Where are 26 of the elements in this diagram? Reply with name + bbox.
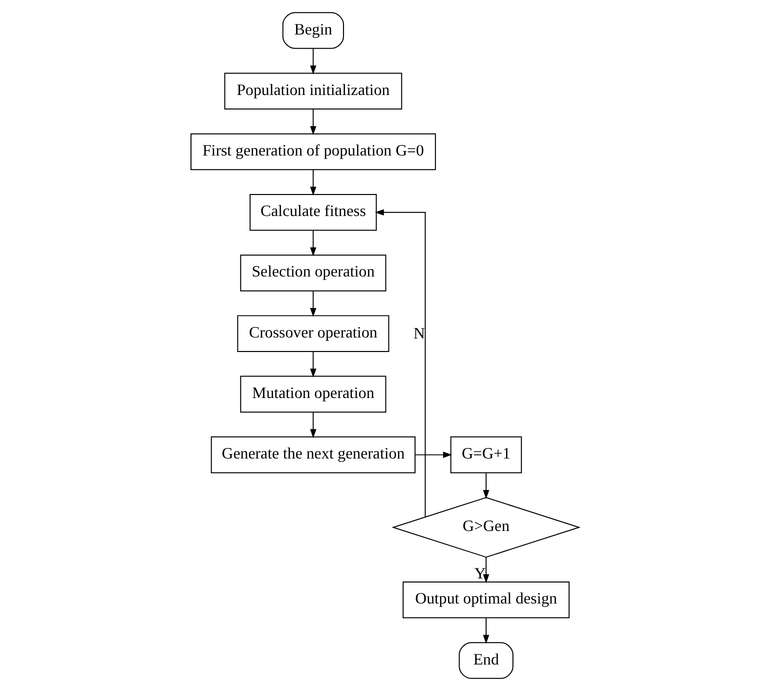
arrow: [310, 48, 316, 74]
node-box: Begin: [282, 12, 344, 49]
node-box: First generation of population G=0: [190, 133, 436, 170]
node-box: End: [458, 642, 513, 679]
arrow: [310, 290, 316, 317]
arrow: [310, 412, 316, 438]
node-diamond: G>Gen: [391, 497, 580, 558]
arrow: [310, 108, 316, 136]
node-box: Crossover operation: [236, 315, 389, 352]
arrow: [374, 209, 426, 518]
arrow: [482, 472, 489, 499]
arrow: [414, 452, 452, 458]
edge-label: Y: [474, 566, 486, 583]
node-box: Mutation operation: [240, 376, 386, 413]
node-box: Population initialization: [224, 72, 402, 110]
node-box: Calculate fitness: [249, 194, 376, 231]
arrow: [310, 169, 316, 196]
arrow: [310, 230, 316, 256]
arrow: [310, 351, 316, 378]
node-box: Selection operation: [240, 254, 386, 292]
node-box: Output optimal design: [402, 582, 570, 618]
edge-label: N: [413, 326, 425, 343]
node-box: Generate the next generation: [210, 436, 416, 474]
node-box: G=G+1: [450, 436, 522, 474]
arrow: [482, 618, 489, 644]
arrow: [482, 556, 489, 584]
